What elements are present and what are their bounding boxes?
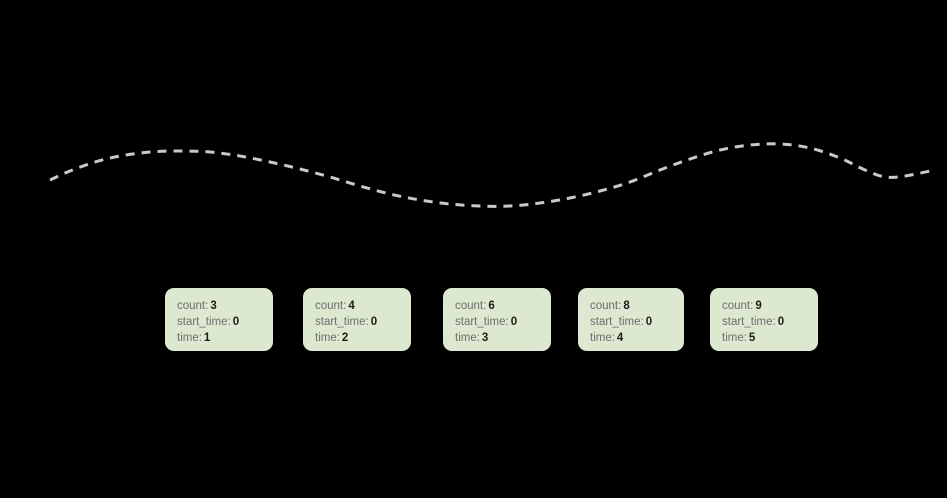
card-field-value: 5 [748,332,756,344]
card-field-label: count: [177,300,209,312]
card-field-row: time:2 [315,330,411,346]
card-field-value: 8 [623,300,630,312]
card-field-value: 1 [203,332,211,344]
card-field-label: start_time: [590,316,644,328]
card-field-label: count: [590,300,622,312]
card-field-value: 0 [370,316,378,328]
card-field-row: count:8 [590,298,684,314]
card-field-row: start_time:0 [722,314,818,330]
card-field-label: time: [455,332,480,344]
card-field-label: start_time: [455,316,509,328]
card-field-value: 4 [348,300,355,312]
card-field-label: time: [722,332,747,344]
card-field-label: time: [590,332,615,344]
card-field-row: count:9 [722,298,818,314]
card-field-row: start_time:0 [455,314,551,330]
card-field-row: time:1 [177,330,273,346]
card-field-label: count: [455,300,487,312]
card-field-value: 0 [510,316,518,328]
card-field-value: 2 [341,332,349,344]
card-field-label: count: [315,300,347,312]
card-field-label: time: [315,332,340,344]
card-field-row: start_time:0 [315,314,411,330]
card-field-value: 0 [777,316,785,328]
card-field-label: count: [722,300,754,312]
dashed-trend-line-path [49,142,931,208]
card-field-value: 0 [645,316,653,328]
card-field-label: start_time: [177,316,231,328]
card-field-label: start_time: [722,316,776,328]
card-field-value: 3 [481,332,489,344]
card-field-value: 0 [232,316,240,328]
card-field-row: time:3 [455,330,551,346]
card-field-row: time:5 [722,330,818,346]
card-field-label: time: [177,332,202,344]
card-field-row: count:6 [455,298,551,314]
card-field-row: start_time:0 [177,314,273,330]
card-field-row: count:4 [315,298,411,314]
card-field-value: 9 [755,300,762,312]
card-field-value: 3 [210,300,217,312]
card-field-value: 4 [616,332,624,344]
card-field-value: 6 [488,300,495,312]
card-field-row: start_time:0 [590,314,684,330]
card-field-row: time:4 [590,330,684,346]
card-field-label: start_time: [315,316,369,328]
card-field-row: count:3 [177,298,273,314]
